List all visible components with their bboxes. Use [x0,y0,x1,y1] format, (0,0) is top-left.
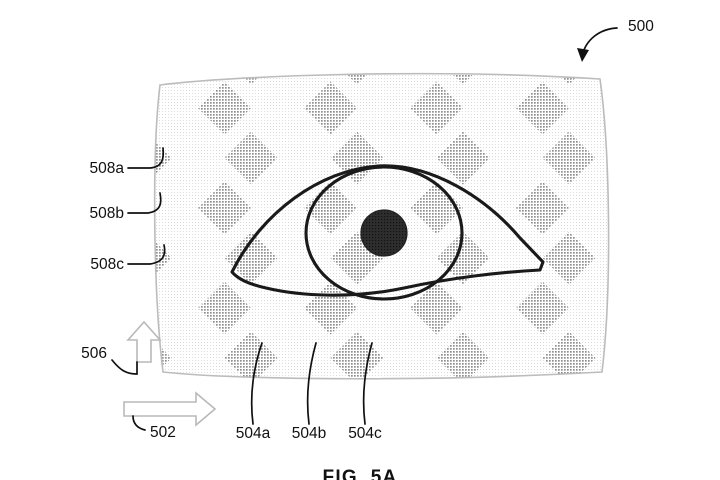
leader-500-arrowhead [577,48,589,62]
leader-502 [133,416,145,430]
pattern-diamond-light [569,0,622,35]
pattern-diamond-light [596,32,649,85]
ref-label-504a: 504a [236,425,271,442]
pattern-diamond-light [172,32,225,85]
vertical-axis-arrow [128,322,160,362]
pattern-diamond-dark [622,382,675,435]
pattern-diamond-light [675,0,720,35]
pattern-diamond-light [251,0,304,35]
pattern-diamond-dark [92,0,145,35]
pattern-diamond-dark [649,32,702,85]
leader-506 [112,360,137,374]
pattern-diamond-light [675,82,720,135]
pattern-diamond-dark [410,382,463,435]
pattern-diamond-dark [119,32,172,85]
pattern-diamond-dark [622,282,675,335]
pattern-diamond-dark [543,432,596,480]
ref-label-506: 506 [81,345,107,362]
pattern-diamond-light [490,432,543,480]
pattern-diamond-light [569,382,622,435]
pattern-diamond-dark [437,432,490,480]
pattern-diamond-light [675,382,720,435]
pattern-diamond-dark [649,232,702,285]
pattern-diamond-dark [304,0,357,35]
pattern-diamond-dark [92,82,145,135]
ref-label-508b: 508b [90,205,124,222]
pattern-diamond-dark [649,432,702,480]
pattern-diamond-dark [622,182,675,235]
pattern-diamond-dark [410,0,463,35]
figure-caption: FIG. 5A [323,467,398,480]
pattern-diamond-light [463,0,516,35]
pattern-diamond-dark [649,132,702,185]
ref-label-508c: 508c [90,256,124,273]
pattern-diamond-dark [649,332,702,385]
pattern-diamond-light [66,432,119,480]
pattern-diamond-dark [622,82,675,135]
pattern-diamond-light [172,432,225,480]
pattern-diamond-light [675,182,720,235]
pattern-diamond-dark [516,0,569,35]
pattern-diamond-dark [92,282,145,335]
pattern-diamond-light [463,382,516,435]
pattern-diamond-light [357,0,410,35]
ref-label-500: 500 [628,18,654,35]
pupil [361,210,407,256]
ref-label-504b: 504b [292,425,326,442]
ref-label-502: 502 [150,424,176,441]
pattern-diamond-light [66,32,119,85]
ref-label-504c: 504c [348,425,382,442]
pattern-diamond-dark [516,382,569,435]
horizontal-axis-arrow [124,393,215,425]
pattern-diamond-light [675,282,720,335]
ref-label-508a: 508a [90,160,125,177]
pattern-diamond-light [596,432,649,480]
pattern-diamond-dark [198,0,251,35]
pattern-diamond-light [145,0,198,35]
